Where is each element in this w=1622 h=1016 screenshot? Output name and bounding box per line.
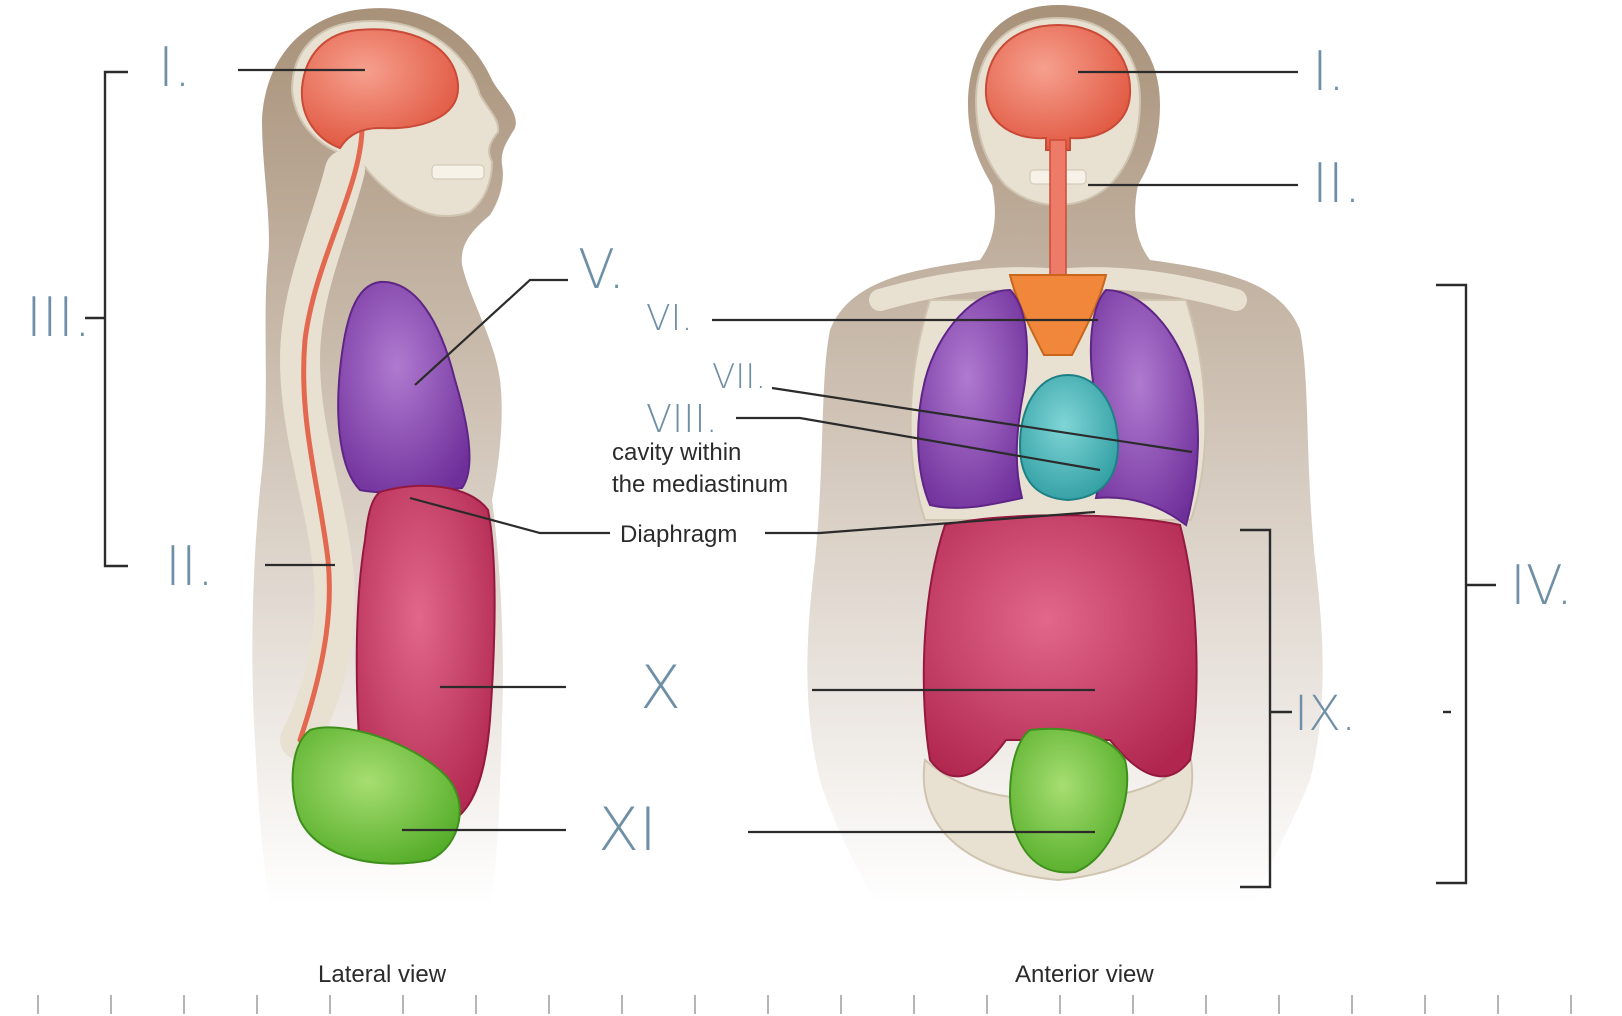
leader-diaphragm-lateral [409, 496, 610, 535]
label-lateral-V: V. [578, 238, 625, 301]
label-anterior-I: I. [1312, 40, 1345, 103]
anterior-pelvic-cavity [1009, 727, 1129, 874]
caption-lateral-view: Lateral view [318, 961, 447, 988]
bracket-anterior-IX [1240, 528, 1272, 889]
label-anterior-VII: VII. [712, 357, 766, 397]
leader-anterior-VIII [736, 416, 1101, 472]
anterior-abdominal-cavity [922, 514, 1198, 778]
label-anterior-IV: IV. [1510, 554, 1573, 617]
leader-diaphragm-anterior [765, 510, 1096, 535]
lateral-leaders [85, 68, 610, 832]
lateral-abdominal-cavity [355, 484, 496, 817]
lateral-brain [300, 28, 460, 150]
label-anterior-VIII: VIII. [646, 397, 718, 441]
label-lateral-III: III. [26, 286, 91, 349]
bracket-lateral-III [103, 70, 128, 568]
caption-cavity-line2: the mediastinum [612, 471, 788, 498]
anterior-figure [807, 5, 1323, 905]
label-lateral-X: X [640, 653, 681, 723]
caption-cavity-line1: cavity within [612, 439, 741, 466]
leader-anterior-VII [771, 386, 1193, 454]
label-lateral-XI: XI [598, 795, 657, 865]
caption-anterior-view: Anterior view [1015, 961, 1154, 988]
printed-labels: cavity within the mediastinum Diaphragm … [318, 439, 1154, 988]
lateral-teeth [431, 164, 485, 180]
anterior-leaders [712, 70, 1496, 889]
bracket-anterior-IV [1436, 283, 1468, 885]
label-lateral-II: II. [165, 535, 214, 598]
lateral-spinal-cord [297, 127, 365, 743]
anterior-spinal-cord [1049, 139, 1067, 276]
leader-lateral-V [414, 278, 568, 386]
label-lateral-I: I. [158, 36, 191, 99]
caption-diaphragm: Diaphragm [620, 521, 737, 548]
lateral-figure [252, 8, 516, 905]
label-anterior-IX: IX. [1294, 686, 1356, 742]
label-anterior-II: II. [1312, 152, 1361, 215]
handwritten-labels: I. III. II. V. X XI VI. VII. VIII. I. II… [26, 36, 1573, 865]
bottom-ruler [37, 995, 1572, 1014]
label-anterior-VI: VI. [646, 298, 693, 339]
